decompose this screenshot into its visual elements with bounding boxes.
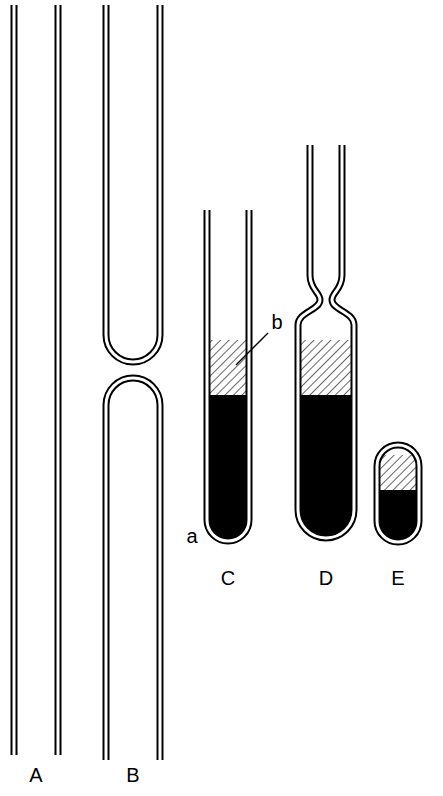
hatched-layer: [300, 340, 352, 395]
figure-letter: C: [221, 568, 235, 588]
figure-letter: D: [319, 568, 333, 588]
black-layer: [209, 395, 247, 539]
part-letter: a: [186, 526, 197, 546]
tube-e: [377, 445, 419, 542]
tube-b-upper: [106, 5, 160, 362]
figure-letter: A: [29, 765, 42, 785]
tube-a: [14, 5, 58, 755]
tube-b-lower: [106, 378, 160, 760]
hatched-layer: [209, 340, 247, 395]
tube-contents: [209, 340, 417, 540]
glass-walls: [14, 4, 419, 761]
black-layer: [300, 395, 352, 536]
tube-d: [298, 145, 354, 538]
leader-line: [236, 333, 268, 365]
tube-c: [207, 210, 249, 541]
figure-letter: E: [391, 568, 404, 588]
hatched-layer: [379, 455, 417, 490]
figure-letter: B: [126, 765, 139, 785]
part-letter: b: [271, 312, 282, 332]
